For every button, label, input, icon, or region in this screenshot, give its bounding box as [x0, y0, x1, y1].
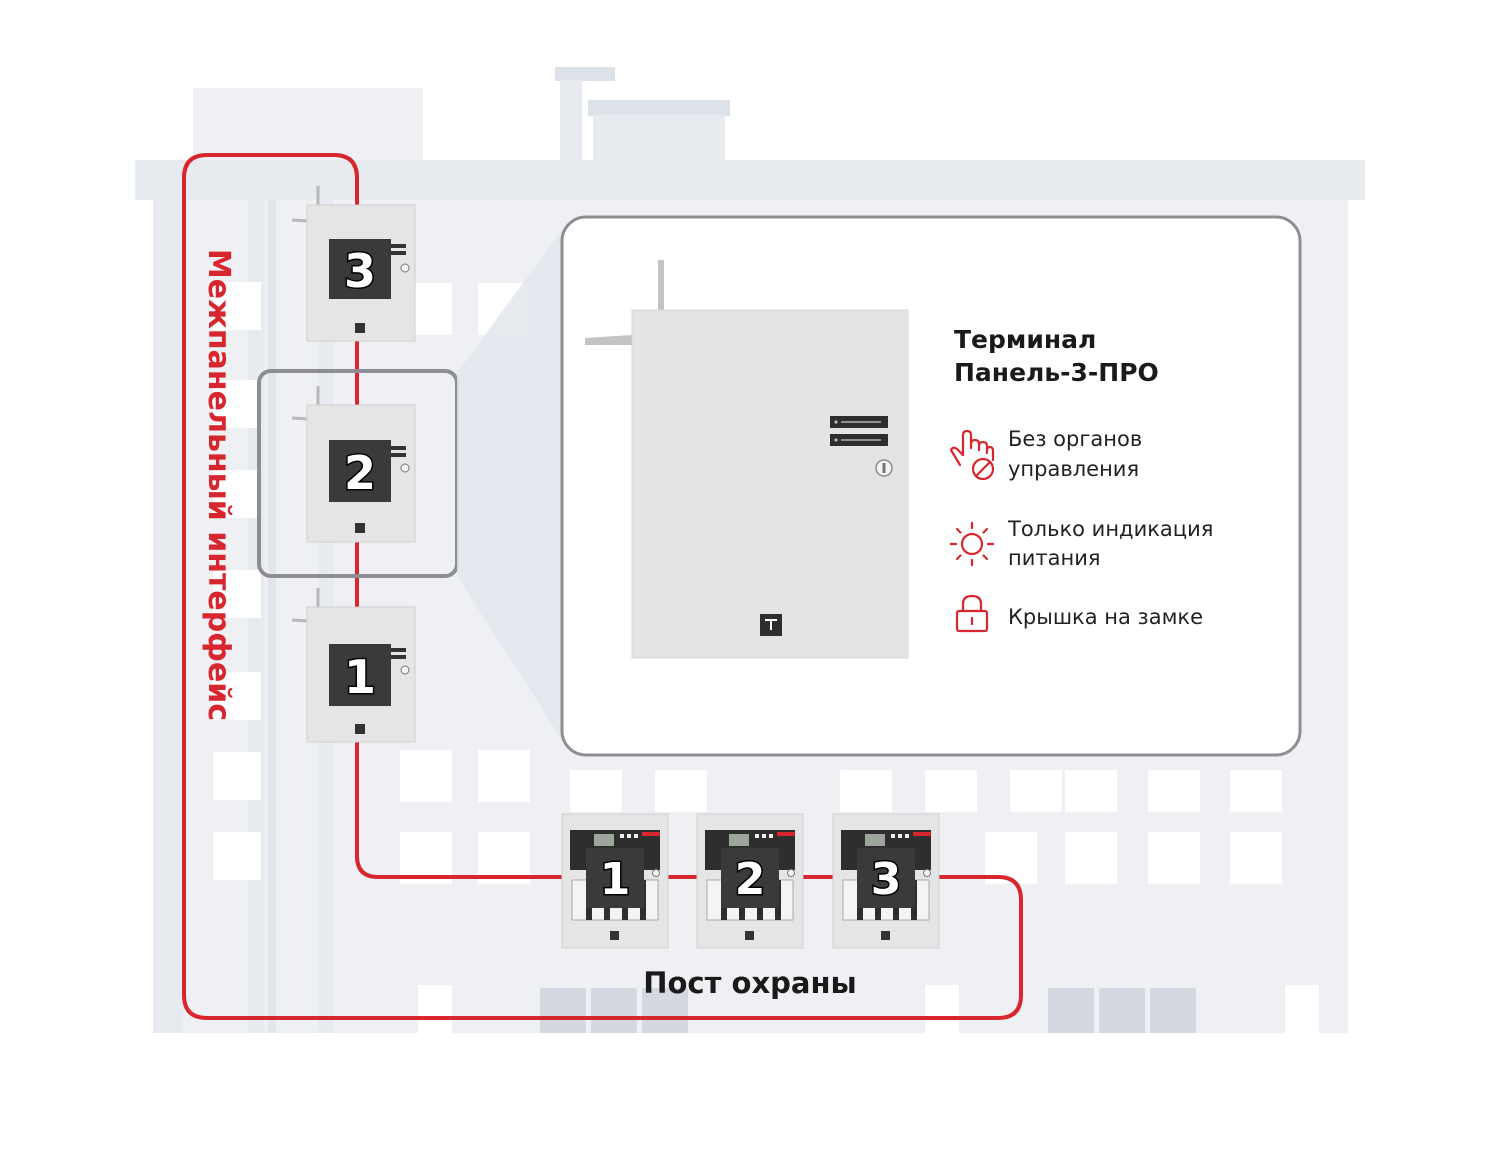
- interface-label: Межпанельный интерфейс: [201, 249, 236, 721]
- callout-wedge: [457, 230, 562, 740]
- interface-lines: [182, 153, 1023, 1020]
- feature-3-line1: Крышка на замке: [1008, 605, 1203, 629]
- post-panel-1[interactable]: 1: [561, 813, 669, 949]
- terminal-1[interactable]: 1: [291, 588, 416, 743]
- terminal-2[interactable]: 2: [291, 386, 416, 543]
- hand-prohibited-icon: [949, 429, 995, 481]
- terminal-1-number: 1: [344, 650, 376, 704]
- post-panel-1-number: 1: [600, 854, 631, 905]
- feature-1-line2: управления: [1008, 457, 1139, 481]
- security-post-label: Пост охраны: [643, 966, 857, 1000]
- post-panel-2-number: 2: [735, 854, 766, 905]
- post-panel-2[interactable]: 2: [696, 813, 804, 949]
- terminal-3-number: 3: [344, 244, 376, 298]
- post-panel-3[interactable]: 3: [832, 813, 940, 949]
- feature-2-line2: питания: [1008, 546, 1101, 570]
- terminal-3[interactable]: 3: [291, 186, 416, 342]
- terminal-callout: Терминал Панель-3-ПРО Без органов управл…: [560, 215, 1302, 757]
- padlock-icon: [955, 594, 989, 633]
- callout-title-line1: Терминал: [954, 325, 1096, 354]
- terminal-2-number: 2: [344, 446, 376, 500]
- feature-2-line1: Только индикация: [1007, 517, 1213, 541]
- sun-icon: [949, 521, 995, 567]
- post-panel-3-number: 3: [871, 854, 902, 905]
- callout-title-line2: Панель-3-ПРО: [954, 358, 1159, 387]
- feature-1-line1: Без органов: [1008, 427, 1142, 451]
- terminal-large-image: [585, 260, 909, 659]
